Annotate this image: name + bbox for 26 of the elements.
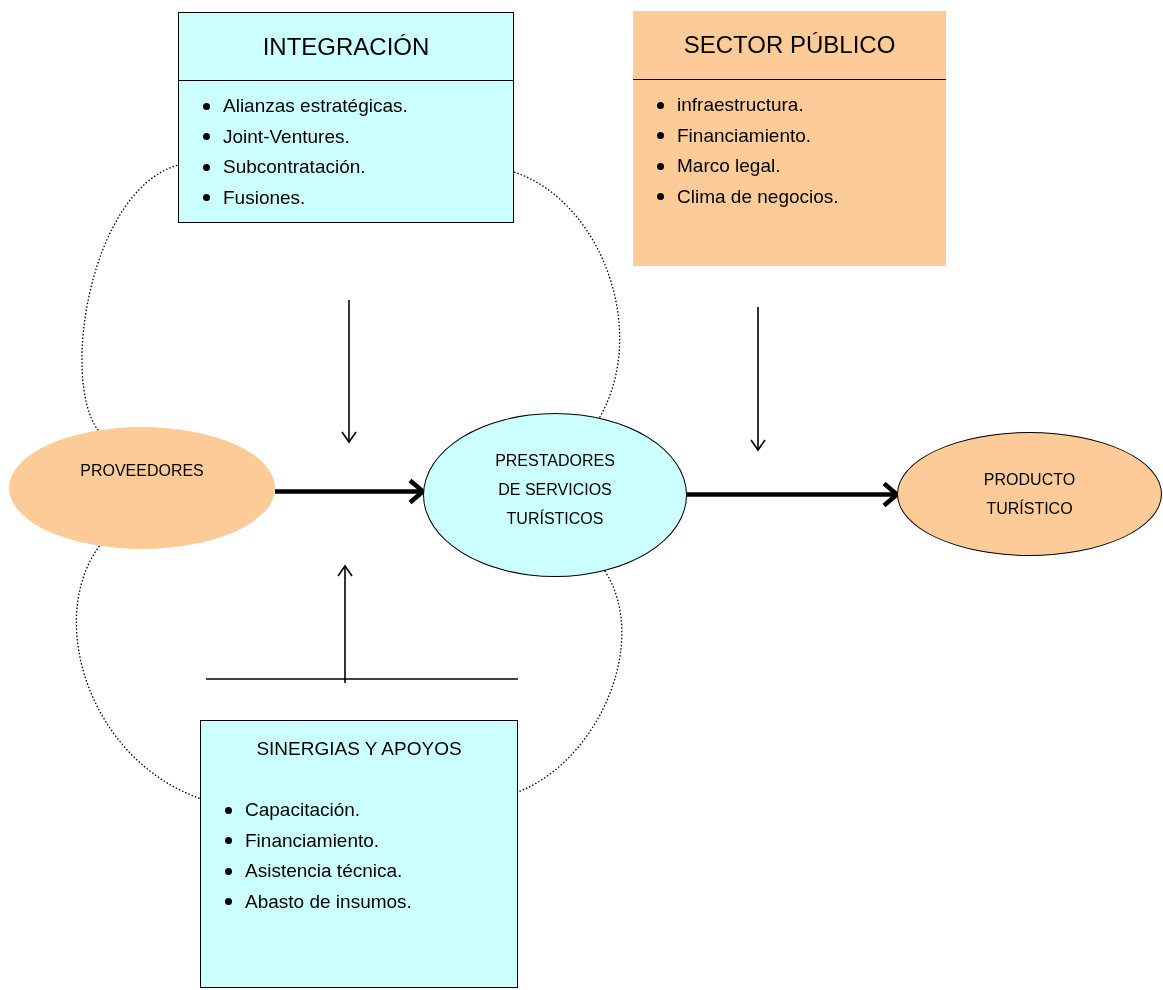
node-label: PRODUCTO TURÍSTICO: [982, 470, 1077, 519]
bullet-item: Fusiones.: [223, 185, 306, 210]
bullet-item: Joint-Ventures.: [223, 124, 350, 149]
dotted-connector: [513, 171, 621, 419]
bullet-item: Subcontratación.: [223, 155, 366, 179]
arrow: [275, 478, 426, 505]
dotted-connector: [76, 545, 201, 800]
bullet-item: Marco legal.: [677, 154, 781, 178]
bullet-item: Financiamiento.: [677, 123, 812, 148]
bullet-item: Abasto de insumos.: [245, 889, 412, 914]
bullet-item: Financiamiento.: [245, 828, 380, 853]
bullet-item: infraestructura.: [677, 93, 804, 117]
box-heading: SINERGIAS Y APOYOS: [256, 738, 462, 760]
node-label: PROVEEDORES: [80, 460, 204, 481]
list-box: [633, 11, 946, 266]
node-label: PRESTADORES DE SERVICIOS TURÍSTICOS: [494, 450, 616, 529]
dotted-connector: [517, 570, 623, 793]
dotted-connector: [81, 164, 179, 432]
bullet-item: Capacitación.: [245, 798, 361, 822]
bullet-item: Clima de negocios.: [677, 184, 839, 209]
box-heading: SECTOR PÚBLICO: [683, 31, 896, 59]
box-heading: INTEGRACIÓN: [262, 32, 430, 61]
bullet-item: Asistencia técnica.: [245, 859, 403, 883]
list-box: [200, 720, 518, 988]
bullet-item: Alianzas estratégicas.: [223, 94, 408, 118]
list-box: [178, 12, 514, 223]
